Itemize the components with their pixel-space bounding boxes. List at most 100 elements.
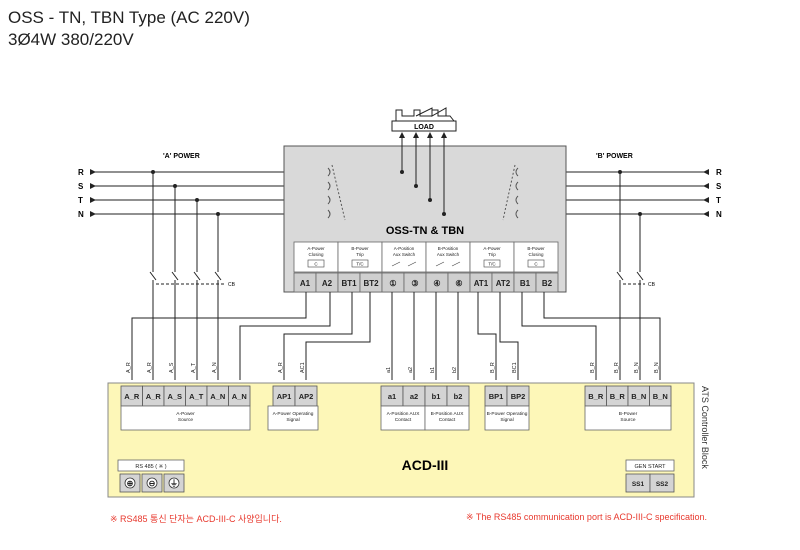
acd-side-label: ATS Controller Block — [700, 386, 710, 469]
acd-caption: B-Power — [619, 411, 638, 417]
wire-tag: A_R — [278, 362, 284, 373]
acd-b-signal-terminal-label: BP1 — [489, 392, 504, 401]
phase-label-left-r: R — [78, 168, 84, 177]
coil-code: T/C — [488, 262, 496, 267]
acd-caption: A-Power Operating — [273, 411, 314, 417]
acd-b-signal-terminal-label: BP2 — [511, 392, 526, 401]
acd-a-source-terminal-label: A_S — [167, 392, 182, 401]
acd-caption: Signal — [500, 417, 513, 423]
oss-block — [381, 241, 427, 273]
coil-symbol — [527, 259, 545, 268]
oss-terminal-label: A1 — [300, 279, 311, 288]
wire-tag: BC1 — [512, 362, 518, 373]
title-line-1: OSS - TN, TBN Type (AC 220V) — [8, 8, 250, 27]
acd-caption-box — [120, 405, 251, 431]
phase-label-left-s: S — [78, 182, 84, 191]
cb-symbol-a — [149, 271, 226, 298]
rs485-terminal-label: ⊕ — [127, 479, 134, 488]
acd-a-signal-terminal-label: AP1 — [277, 392, 292, 401]
oss-terminal-label: A2 — [322, 279, 333, 288]
oss-terminal-blocks: A-PowerClosingCB-PowerTripT/CA-PositionA… — [293, 241, 559, 293]
coil-symbol — [351, 259, 369, 268]
gen-start-label-box — [625, 459, 675, 472]
wire-tag: B_R — [490, 362, 496, 373]
acd-caption-box — [584, 405, 672, 431]
oss-block — [425, 241, 471, 273]
phase-label-left-t: T — [78, 196, 83, 205]
acd-a-source-terminal-label: A_N — [210, 392, 225, 401]
acd-aux-terminal-label: b1 — [432, 392, 441, 401]
oss-terminal-label: B1 — [520, 279, 531, 288]
rs485-terminal-label: ⏚ — [170, 479, 178, 488]
oss-switch-b — [502, 164, 519, 221]
oss-block-label: Aux Switch — [393, 252, 416, 257]
oss-block-label: Aux Switch — [437, 252, 460, 257]
acd-caption-box — [380, 405, 426, 431]
oss-terminal-label: BT2 — [363, 279, 379, 288]
wire-tag: B_R — [590, 362, 596, 373]
acd-caption: A-Position AUX — [387, 411, 421, 417]
acd-a-source-terminal-label: A_T — [189, 392, 204, 401]
phase-label-right-r: R — [716, 168, 722, 177]
wire-tag: A_S — [169, 362, 175, 373]
oss-terminal-label: B2 — [542, 279, 553, 288]
rs485-terminal-icon — [168, 477, 180, 489]
rs485-terminal-label: ⊖ — [149, 479, 156, 488]
oss-block-label: B-Position — [438, 246, 459, 251]
wire-tag: A_N — [212, 362, 218, 373]
wire-tag: b2 — [452, 367, 458, 373]
coil-symbol — [483, 259, 501, 268]
acd-b-source-terminal-label: B_R — [588, 392, 604, 401]
note-english: ※ The RS485 communication port is ACD-II… — [466, 512, 707, 522]
acd-b-source-terminal-label: B_R — [610, 392, 626, 401]
oss-terminal-label: ④ — [433, 279, 440, 288]
oss-block-label: Closing — [528, 252, 544, 257]
control-wiring — [131, 292, 661, 380]
note-korean: ※ RS485 통신 단자는 ACD-III-C 사양입니다. — [110, 514, 282, 524]
rs485-terminal-icon — [146, 477, 158, 489]
wire-tag: AC1 — [300, 362, 306, 373]
rs485-label-box — [117, 459, 185, 472]
acd-a-source-terminal-label: A_N — [232, 392, 247, 401]
coil-code: C — [534, 262, 538, 267]
acd-caption: Contact — [395, 417, 412, 423]
phase-label-right-n: N — [716, 210, 722, 219]
wire-tag: B_N — [634, 362, 640, 373]
phase-label-left-n: N — [78, 210, 84, 219]
oss-switch-a — [327, 164, 346, 221]
a-power-label: 'A' POWER — [163, 153, 200, 160]
wire-tag: B_N — [654, 362, 660, 373]
gen-start-terminal — [649, 473, 675, 493]
phase-label-right-t: T — [716, 196, 721, 205]
gen-start-terminal-label: SS1 — [632, 481, 645, 488]
oss-title: OSS-TN & TBN — [386, 225, 464, 237]
acd-caption-box — [424, 405, 470, 431]
acd-caption: B-Power Operating — [487, 411, 528, 417]
acd-b-source-terminal-label: B_N — [653, 392, 668, 401]
rs485-label: RS 485 ( ※ ) — [135, 463, 166, 470]
coil-symbol — [307, 259, 325, 268]
oss-block-label: B-Power — [527, 246, 545, 251]
acd-caption: Source — [620, 417, 636, 423]
acd-a-source-terminal-label: A_R — [124, 392, 140, 401]
cb-label-a: CB — [228, 282, 236, 288]
acd-aux-terminal-label: a1 — [388, 392, 396, 401]
oss-block-label: A-Power — [483, 246, 501, 251]
wire-tag: a2 — [408, 367, 414, 373]
oss-terminal-label: ③ — [411, 279, 418, 288]
acd-caption: Signal — [286, 417, 299, 423]
acd-aux-terminal-label: a2 — [410, 392, 418, 401]
oss-terminal-label: BT1 — [341, 279, 357, 288]
acd-a-signal-terminal-label: AP2 — [299, 392, 314, 401]
acd-caption: B-Position AUX — [431, 411, 465, 417]
b-power-label: 'B' POWER — [596, 153, 633, 160]
wire-tag: B_R — [614, 362, 620, 373]
cb-symbol-b — [616, 271, 645, 298]
acd-caption: A-Power — [176, 411, 195, 417]
acd-caption-box — [484, 405, 530, 431]
cb-label-b: CB — [648, 282, 656, 288]
acd-name: ACD-III — [402, 457, 449, 473]
